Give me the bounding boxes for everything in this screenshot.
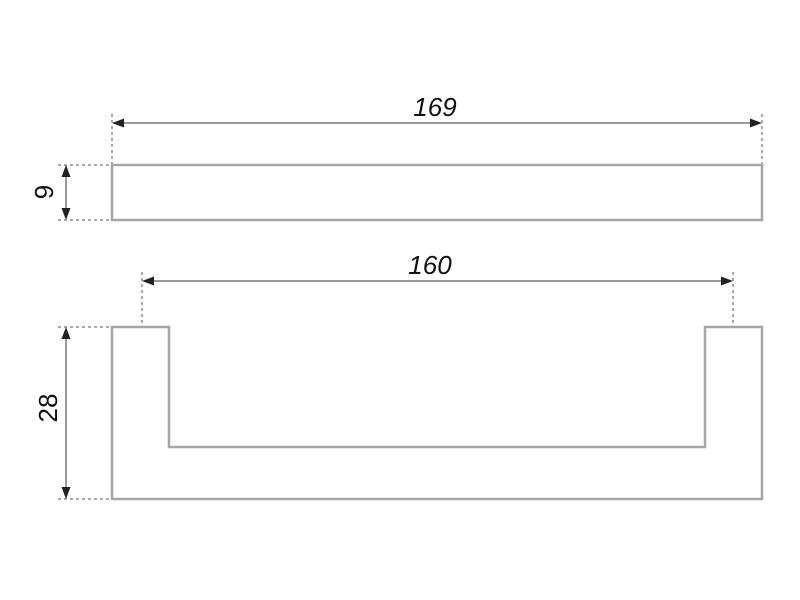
length-dimension-label: 169 — [413, 92, 456, 122]
center-distance-arrow-left — [142, 276, 154, 286]
height-dimension-label: 28 — [33, 394, 63, 423]
length-arrow-right — [750, 118, 762, 128]
top-view: 169 9 — [29, 92, 764, 222]
thickness-arrow-bottom — [61, 208, 71, 220]
height-arrow-bottom — [61, 487, 71, 499]
center-distance-arrow-right — [721, 276, 733, 286]
length-arrow-left — [112, 118, 124, 128]
handle-top-view — [110, 163, 764, 222]
thickness-arrow-top — [61, 165, 71, 177]
height-arrow-top — [61, 327, 71, 339]
front-view: 160 28 — [33, 250, 764, 501]
handle-front-view — [110, 325, 764, 501]
center-distance-dimension-label: 160 — [408, 250, 452, 280]
thickness-dimension-label: 9 — [29, 185, 59, 199]
